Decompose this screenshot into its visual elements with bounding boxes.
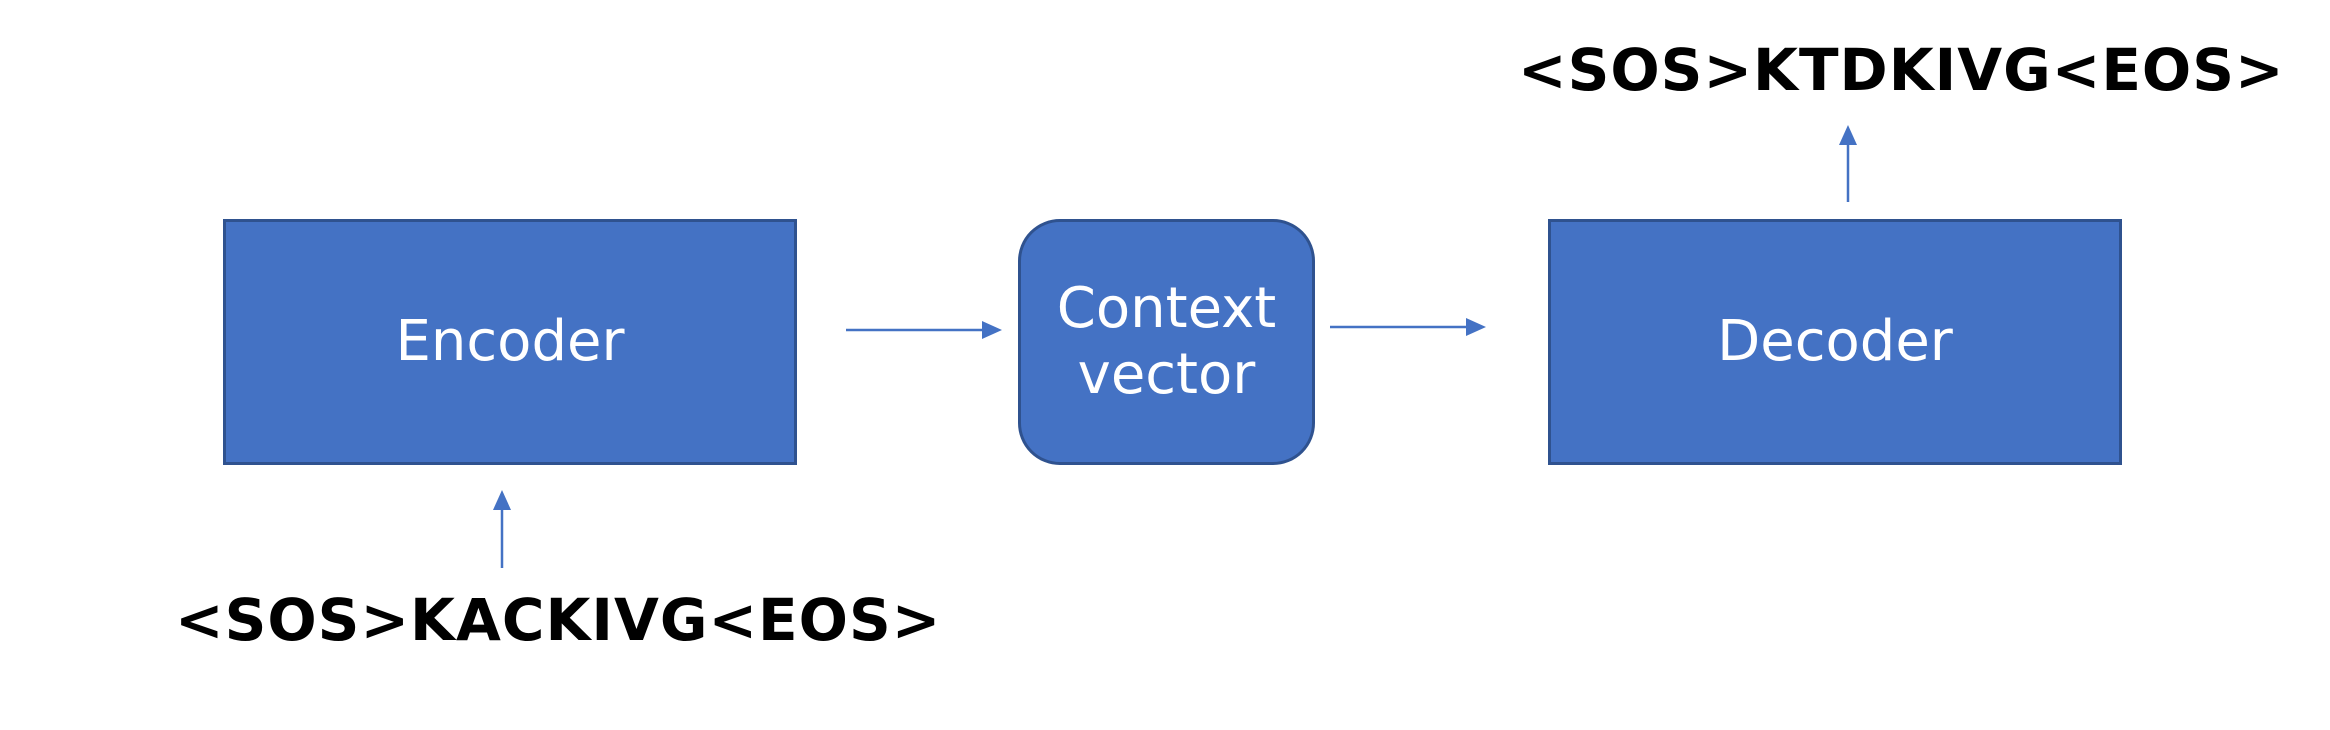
- context-vector-label-line2: vector: [1077, 342, 1256, 407]
- decoder-label: Decoder: [1717, 308, 1953, 374]
- input-to-encoder-arrow: [493, 490, 511, 568]
- encoder-label: Encoder: [395, 308, 625, 374]
- decoder-box: Decoder: [1548, 219, 2122, 465]
- context-to-decoder-arrow: [1330, 318, 1486, 336]
- decoder-to-output-arrow: [1839, 125, 1857, 202]
- encoder-to-context-arrow: [846, 321, 1002, 339]
- encoder-box: Encoder: [223, 219, 797, 465]
- output-sequence: <SOS>KTDKIVG<EOS>: [1518, 36, 2285, 104]
- context-vector-box: Context vector: [1018, 219, 1315, 465]
- context-vector-label-line1: Context: [1056, 275, 1277, 341]
- input-sequence: <SOS>KACKIVG<EOS>: [175, 586, 942, 654]
- context-vector-label: Context vector: [1057, 276, 1276, 408]
